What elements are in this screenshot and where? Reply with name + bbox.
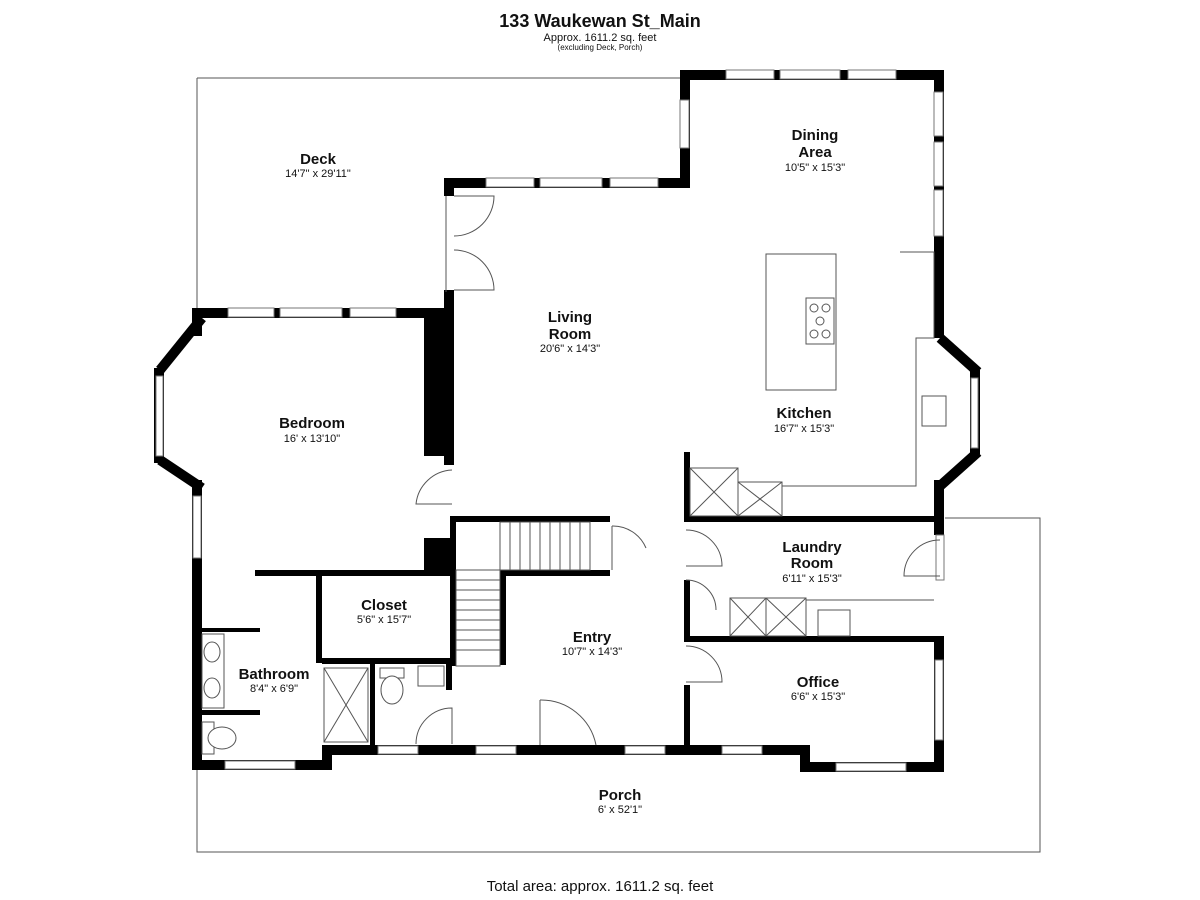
plan-title: 133 Waukewan St_Main (499, 11, 701, 31)
room-name-closet: Closet (361, 597, 407, 614)
room-dims-porch: 6' x 52'1" (598, 804, 642, 816)
room-name-bathroom: Bathroom (239, 666, 310, 683)
room-dims-closet: 5'6" x 15'7" (357, 614, 411, 626)
room-dims-bedroom: 16' x 13'10" (284, 433, 341, 445)
room-dims-living: 20'6" x 14'3" (540, 343, 600, 355)
room-name-office: Office (797, 674, 840, 691)
room-name-dining-1: Dining (792, 127, 839, 144)
room-dims-dining: 10'5" x 15'3" (785, 162, 845, 174)
room-name-deck: Deck (300, 151, 337, 168)
room-name-bedroom: Bedroom (279, 415, 345, 432)
kitchen-fixtures (689, 251, 947, 517)
room-dims-laundry: 6'11" x 15'3" (782, 573, 842, 585)
total-area-footer: Total area: approx. 1611.2 sq. feet (486, 878, 714, 895)
room-dims-kitchen: 16'7" x 15'3" (774, 423, 834, 435)
stairs (455, 521, 591, 667)
windows (155, 69, 979, 772)
room-name-laundry-2: Room (791, 555, 834, 572)
room-name-kitchen: Kitchen (776, 405, 831, 422)
room-name-living-1: Living (548, 309, 592, 326)
porch-outline (196, 517, 1041, 853)
plan-area: Approx. 1611.2 sq. feet (543, 31, 657, 44)
laundry-fixtures (729, 597, 934, 637)
room-name-living-2: Room (549, 326, 592, 343)
deck-outline (196, 77, 682, 310)
room-dims-entry: 10'7" x 14'3" (562, 646, 622, 658)
plan-header: 133 Waukewan St_Main Approx. 1611.2 sq. … (0, 11, 1200, 53)
room-dims-office: 6'6" x 15'3" (791, 691, 845, 703)
room-name-dining-2: Area (798, 144, 832, 161)
room-name-porch: Porch (599, 787, 642, 804)
room-name-laundry-1: Laundry (782, 539, 842, 556)
bathroom-fixtures (201, 633, 445, 755)
room-dims-deck: 14'7" x 29'11" (285, 168, 351, 180)
room-name-entry: Entry (573, 629, 612, 646)
plan-area-note: (excluding Deck, Porch) (557, 42, 643, 52)
room-dims-bathroom: 8'4" x 6'9" (250, 683, 298, 695)
doors (415, 195, 941, 746)
